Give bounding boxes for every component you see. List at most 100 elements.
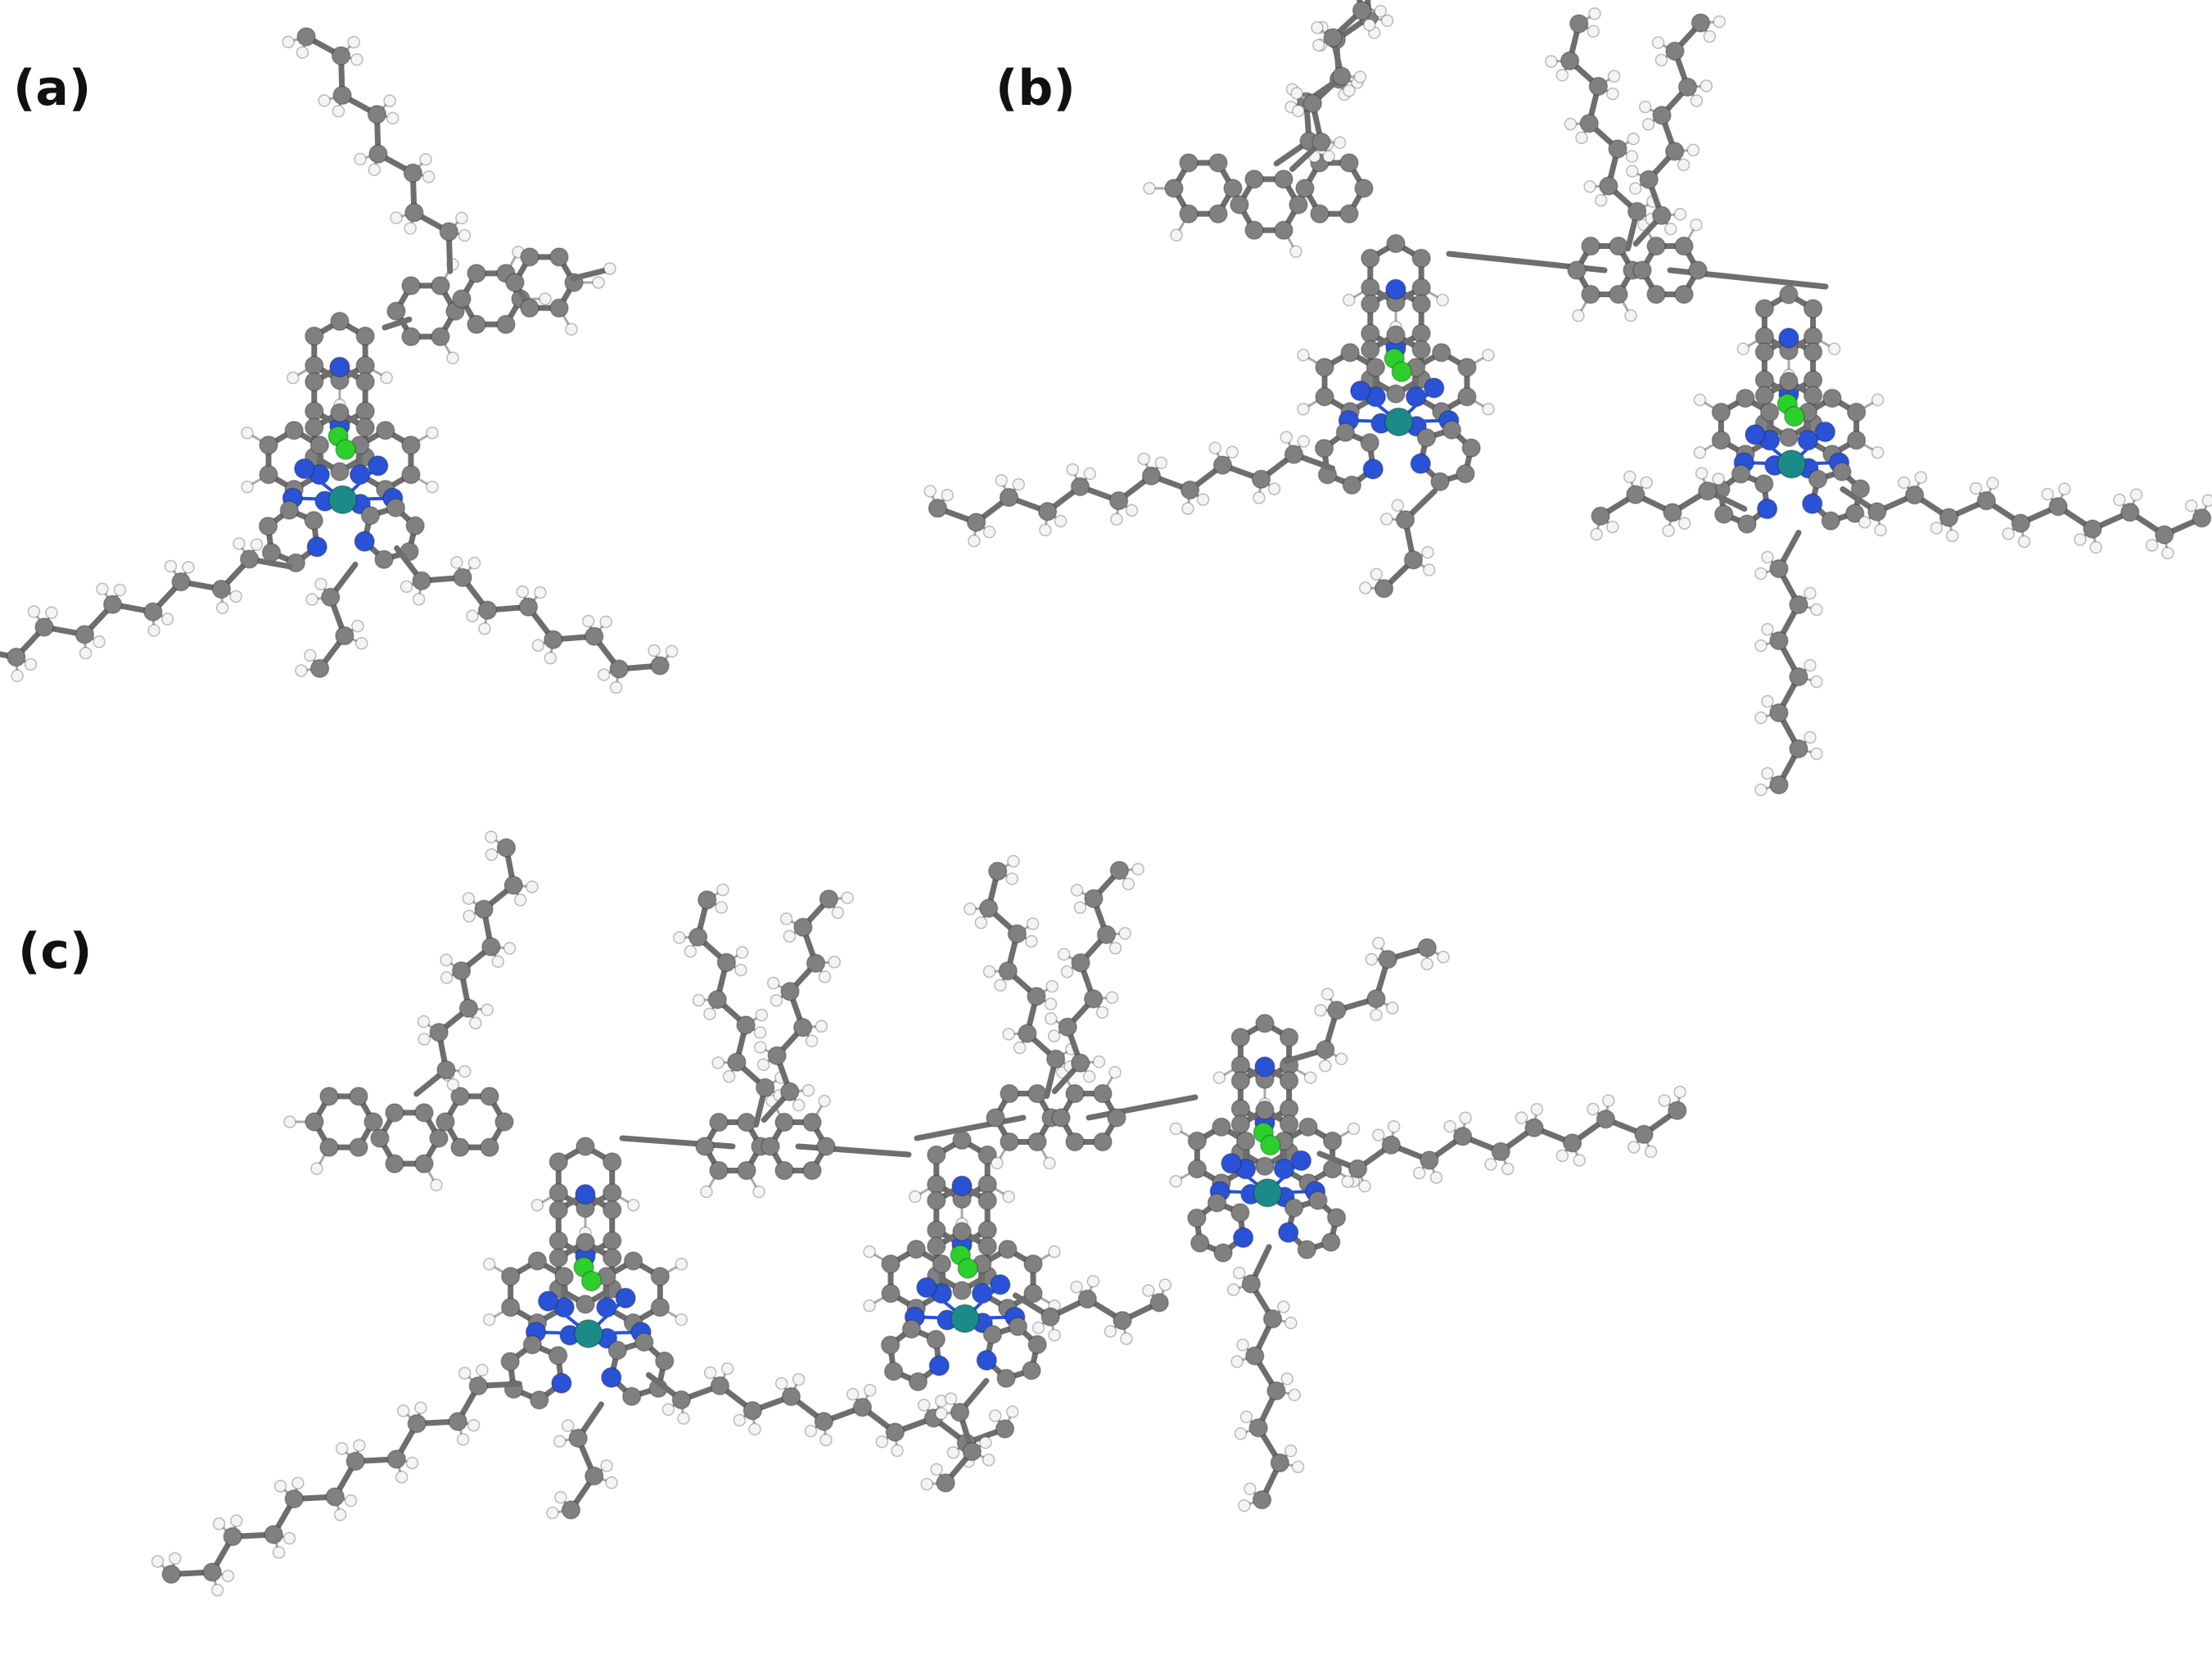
carbon-atom (792, 1018, 813, 1037)
carbon-atom (1361, 323, 1380, 343)
carbon-atom (1279, 1114, 1299, 1134)
hydrogen-atom (979, 1435, 992, 1449)
carbon-atom (360, 505, 381, 526)
carbon-atom (908, 1372, 928, 1392)
nitrogen-atom (294, 458, 315, 480)
carbon-atom (332, 85, 352, 106)
nitrogen-atom (1232, 1227, 1254, 1249)
hydrogen-atom (1137, 452, 1151, 466)
carbon-atom (503, 875, 524, 895)
carbon-atom (1626, 485, 1645, 504)
carbon-atom (305, 355, 324, 376)
hydrogen-atom (482, 1313, 496, 1327)
hydrogen-atom (1110, 513, 1123, 526)
carbon-atom (1688, 260, 1708, 280)
hydrogen-atom (1754, 567, 1767, 581)
carbon-atom (467, 264, 486, 283)
carbon-atom (1289, 195, 1308, 215)
carbon-atom (962, 1441, 982, 1462)
carbon-atom (544, 630, 563, 649)
hydrogen-atom (561, 1419, 575, 1432)
carbon-atom (261, 542, 282, 563)
carbon-atom (793, 917, 813, 938)
carbon-atom (548, 1182, 569, 1203)
carbon-atom (518, 597, 539, 617)
hydrogen-atom (875, 1435, 889, 1449)
hydrogen-atom (1289, 245, 1302, 258)
carbon-atom (952, 1130, 972, 1150)
carbon-atom (368, 144, 388, 164)
carbon-atom (688, 927, 708, 947)
hydrogen-atom (1232, 1266, 1246, 1280)
hydrogen-atom (1914, 471, 1928, 484)
hydrogen-atom (1280, 1372, 1293, 1385)
carbon-atom (987, 861, 1008, 881)
hydrogen-atom (792, 1098, 806, 1112)
carbon-atom (1070, 477, 1090, 497)
carbon-atom (529, 1390, 549, 1410)
carbon-atom (1252, 1489, 1272, 1510)
hydrogen-atom (991, 1156, 1004, 1170)
carbon-atom (1141, 466, 1162, 486)
carbon-atom (549, 247, 569, 267)
hydrogen-atom (347, 35, 360, 49)
hydrogen-atom (1122, 877, 1135, 891)
hydrogen-atom (1555, 1149, 1569, 1163)
carbon-atom (1354, 179, 1374, 198)
carbon-atom (1711, 402, 1731, 423)
hydrogen-atom (310, 1162, 323, 1175)
hydrogen-atom (485, 830, 498, 843)
hydrogen-atom (1754, 639, 1767, 653)
carbon-atom (1213, 1243, 1233, 1263)
carbon-atom (1322, 1131, 1343, 1151)
carbon-atom (716, 952, 737, 973)
carbon-atom (1255, 1101, 1275, 1120)
carbon-atom (883, 1361, 904, 1381)
carbon-atom (1041, 1307, 1060, 1327)
hydrogen-atom (164, 559, 178, 573)
hydrogen-atom (1624, 309, 1637, 323)
carbon-atom (1867, 502, 1887, 522)
carbon-atom (710, 1376, 730, 1396)
carbon-atom (737, 1160, 756, 1181)
hydrogen-atom (1662, 524, 1675, 537)
hydrogen-atom (1322, 150, 1335, 163)
carbon-atom (1608, 139, 1627, 159)
hydrogen-atom (1677, 158, 1691, 172)
hydrogen-atom (1005, 1405, 1019, 1418)
carbon-atom (1457, 357, 1477, 377)
hydrogen-atom (1170, 228, 1183, 242)
hydrogen-atom (455, 211, 468, 225)
hydrogen-atom (1690, 94, 1704, 107)
carbon-atom (1634, 1124, 1654, 1145)
hydrogen-atom (1606, 87, 1619, 101)
hydrogen-atom (2017, 535, 2031, 549)
hydrogen-atom (467, 1418, 481, 1432)
carbon-atom (448, 1412, 468, 1431)
hydrogen-atom (1320, 988, 1334, 1001)
hydrogen-atom (734, 963, 747, 977)
hydrogen-atom (151, 1555, 165, 1568)
hydrogen-atom (405, 1456, 419, 1470)
hydrogen-atom (1070, 884, 1084, 897)
hydrogen-atom (1693, 393, 1707, 407)
carbon-atom (1569, 14, 1589, 34)
hydrogen-atom (1013, 1041, 1027, 1055)
carbon-atom (171, 572, 191, 592)
carbon-atom (349, 1137, 368, 1157)
nitrogen-atom (575, 1183, 596, 1205)
hydrogen-atom (792, 1372, 806, 1386)
carbon-atom (34, 617, 54, 637)
hydrogen-atom (703, 1366, 717, 1380)
carbon-atom (1360, 432, 1379, 453)
hydrogen-atom (1969, 481, 1983, 495)
hydrogen-atom (1236, 1338, 1249, 1352)
hydrogen-atom (770, 993, 783, 1007)
hydrogen-atom (1212, 1071, 1226, 1084)
carbon-atom (386, 498, 406, 518)
nitrogen-atom (306, 536, 327, 558)
carbon-atom (1316, 1040, 1335, 1060)
carbon-atom (309, 658, 330, 679)
hydrogen-atom (1026, 917, 1040, 930)
hydrogen-atom (1858, 516, 1871, 529)
